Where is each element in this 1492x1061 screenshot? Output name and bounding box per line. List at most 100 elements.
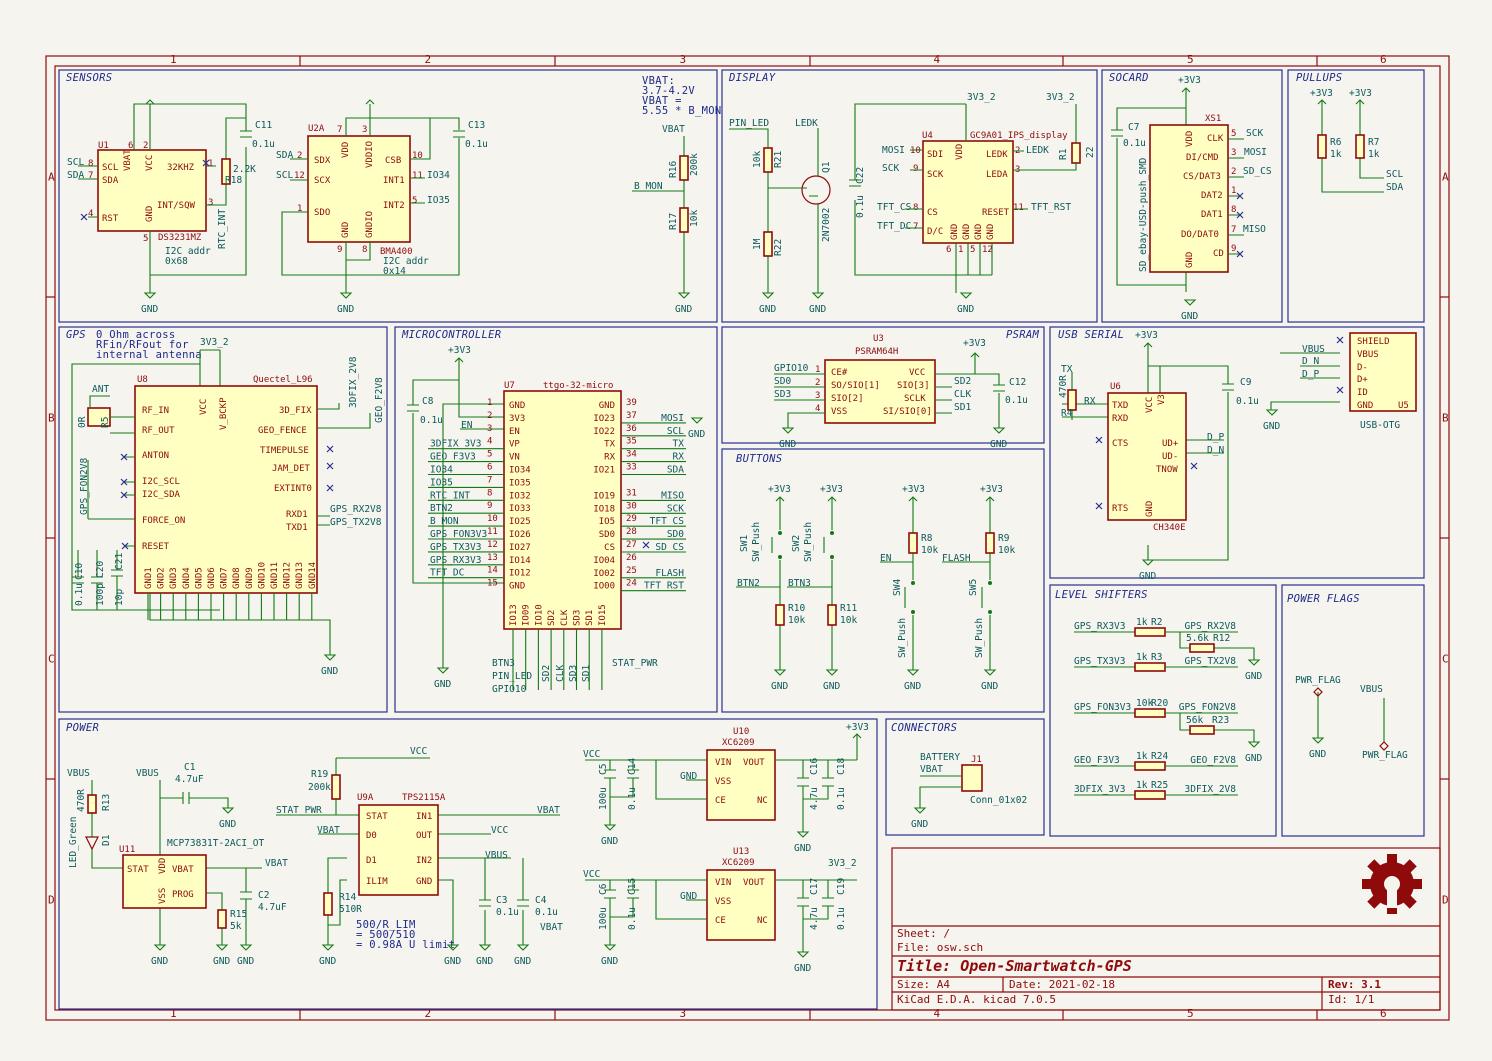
svg-text:STAT: STAT <box>127 865 149 875</box>
svg-text:1: 1 <box>208 159 213 169</box>
mcu-net-left: IO35 <box>430 477 453 488</box>
svg-text:R9: R9 <box>998 533 1010 544</box>
ground-label: GND <box>794 963 811 974</box>
svg-text:SD2: SD2 <box>954 376 971 387</box>
regulator-gnd-net: GND <box>680 771 697 782</box>
no-connect-icon <box>1095 502 1103 510</box>
svg-text:1: 1 <box>958 245 963 255</box>
mcu-net-right: MOSI <box>661 413 684 424</box>
level-net-right: 3DFIX_2V8 <box>1185 784 1237 795</box>
svg-text:DS3231MZ: DS3231MZ <box>158 233 202 243</box>
svg-text:SCLK: SCLK <box>904 394 926 404</box>
mcu-pin-number: 7 <box>487 475 492 485</box>
level-net-left: GPS_RX3V3 <box>1074 621 1125 632</box>
no-connect-icon <box>1190 462 1198 470</box>
svg-text:VSS: VSS <box>158 888 168 904</box>
svg-text:R17: R17 <box>668 213 679 230</box>
svg-text:CLK: CLK <box>1207 134 1224 144</box>
col-marker: 5 <box>1187 53 1194 66</box>
gps-note-1: 0 Ohm across <box>96 329 175 341</box>
mcu-net-left: GPS_RX3V3 <box>430 555 481 566</box>
level-net-left: GEO_F3V3 <box>1074 755 1120 766</box>
mcu-pin-right: IO22 <box>593 427 615 437</box>
mcu-pin-number: 8 <box>487 488 492 498</box>
svg-text:10k: 10k <box>788 615 805 626</box>
ground-label: GND <box>904 681 921 692</box>
ground-label: GND <box>1263 421 1280 432</box>
mcu-net-bottom: PIN_LED <box>492 671 532 682</box>
power-arrow-icon <box>1355 99 1365 105</box>
title-block: Sheet: / File: osw.sch Title: Open-Smart… <box>891 847 1441 1011</box>
svg-text:RESET: RESET <box>142 542 170 552</box>
mcu-pin-left: IO25 <box>509 517 531 527</box>
svg-text:Title: Open-Smartwatch-GPS: Title: Open-Smartwatch-GPS <box>897 957 1132 975</box>
svg-text:GNDIO: GNDIO <box>365 211 375 238</box>
svg-text:3V3_2: 3V3_2 <box>967 92 996 103</box>
svg-text:VBAT: VBAT <box>662 124 685 135</box>
svg-text:DI/CMD: DI/CMD <box>1186 153 1219 163</box>
svg-text:D/C: D/C <box>927 227 943 237</box>
mcu-pin-right: TX <box>604 440 615 450</box>
svg-text:SDO: SDO <box>314 208 330 218</box>
svg-text:MOSI: MOSI <box>1244 147 1267 158</box>
panel-buttons: BUTTONS <box>721 448 1045 713</box>
mcu-pin-bottom: IO10 <box>534 604 544 626</box>
buttons-section: +3V3 +3V3 +3V3 +3V3 SW1 SW_Push SW2 SW_P… <box>736 484 1015 670</box>
svg-text:R14: R14 <box>339 892 356 903</box>
panel-title-psram: PSRAM <box>1006 329 1039 341</box>
svg-text:8: 8 <box>913 203 918 213</box>
mcu-pin-number: 15 <box>487 579 498 589</box>
mcu-pin-number: 37 <box>626 411 637 421</box>
cap-ref: C18 <box>836 758 847 775</box>
svg-text:CLK: CLK <box>954 389 971 400</box>
r23-value: 56k <box>1186 715 1203 726</box>
panel-title-connectors: CONNECTORS <box>891 722 957 734</box>
ground-label: GND <box>675 304 692 315</box>
svg-text:BATTERY: BATTERY <box>920 752 960 763</box>
svg-text:LEDK: LEDK <box>795 118 818 129</box>
svg-text:I2C addr: I2C addr <box>165 246 211 257</box>
row-marker: B <box>1442 412 1449 425</box>
svg-text:TX: TX <box>1061 364 1073 375</box>
svg-text:510R: 510R <box>339 904 362 915</box>
cap-value: 100u <box>598 907 609 930</box>
mcu-pin-left: IO35 <box>509 478 531 488</box>
svg-text:3DFIX_2V8: 3DFIX_2V8 <box>348 356 359 408</box>
svg-text:0x14: 0x14 <box>383 266 406 277</box>
gps-gnd-pin-label: GND4 <box>182 567 192 589</box>
svg-text:SCL: SCL <box>67 157 84 168</box>
svg-text:GND: GND <box>341 222 351 238</box>
svg-text:SD0: SD0 <box>774 376 791 387</box>
col-marker: 3 <box>680 53 687 66</box>
svg-text:R15: R15 <box>230 909 247 920</box>
svg-text:GND: GND <box>1357 401 1373 411</box>
panel-microcontroller: MICROCONTROLLER <box>394 326 718 713</box>
svg-text:VBAT: VBAT <box>537 805 560 816</box>
svg-text:CH340E: CH340E <box>1153 523 1186 533</box>
svg-text:11: 11 <box>1013 203 1024 213</box>
panel-psram: PSRAM <box>721 326 1045 444</box>
svg-text:+3V3: +3V3 <box>448 345 471 356</box>
svg-text:VBAT: VBAT <box>265 858 288 869</box>
socard-section: +3V3 C7 0.1u XS1 SD_ebay-USD-push_SMD VD… <box>1111 75 1272 292</box>
svg-text:D-: D- <box>1357 363 1368 373</box>
ground-icon <box>516 944 530 951</box>
svg-text:3: 3 <box>815 391 820 401</box>
svg-text:R11: R11 <box>840 603 857 614</box>
svg-text:SCL: SCL <box>276 170 293 181</box>
gps-gnd-pin-label: GND10 <box>257 562 267 589</box>
panel-pullups: PULLUPS <box>1287 69 1425 323</box>
svg-text:CS/DAT3: CS/DAT3 <box>1183 172 1221 182</box>
regulator-pin: CE <box>715 916 726 926</box>
svg-text:RST: RST <box>102 214 119 224</box>
svg-text:R8: R8 <box>921 533 933 544</box>
gps-gnd-pin-label: GND13 <box>295 562 305 589</box>
svg-text:GPS_RX2V8: GPS_RX2V8 <box>330 504 382 515</box>
svg-text:3: 3 <box>362 125 367 135</box>
row-marker: C <box>1442 653 1449 666</box>
svg-text:PROG: PROG <box>172 890 194 900</box>
svg-text:U11: U11 <box>119 845 135 855</box>
cap-value: 0.1u <box>627 907 638 930</box>
svg-text:VBAT:: VBAT: <box>642 75 675 87</box>
mcu-net-right: RX <box>673 452 685 463</box>
